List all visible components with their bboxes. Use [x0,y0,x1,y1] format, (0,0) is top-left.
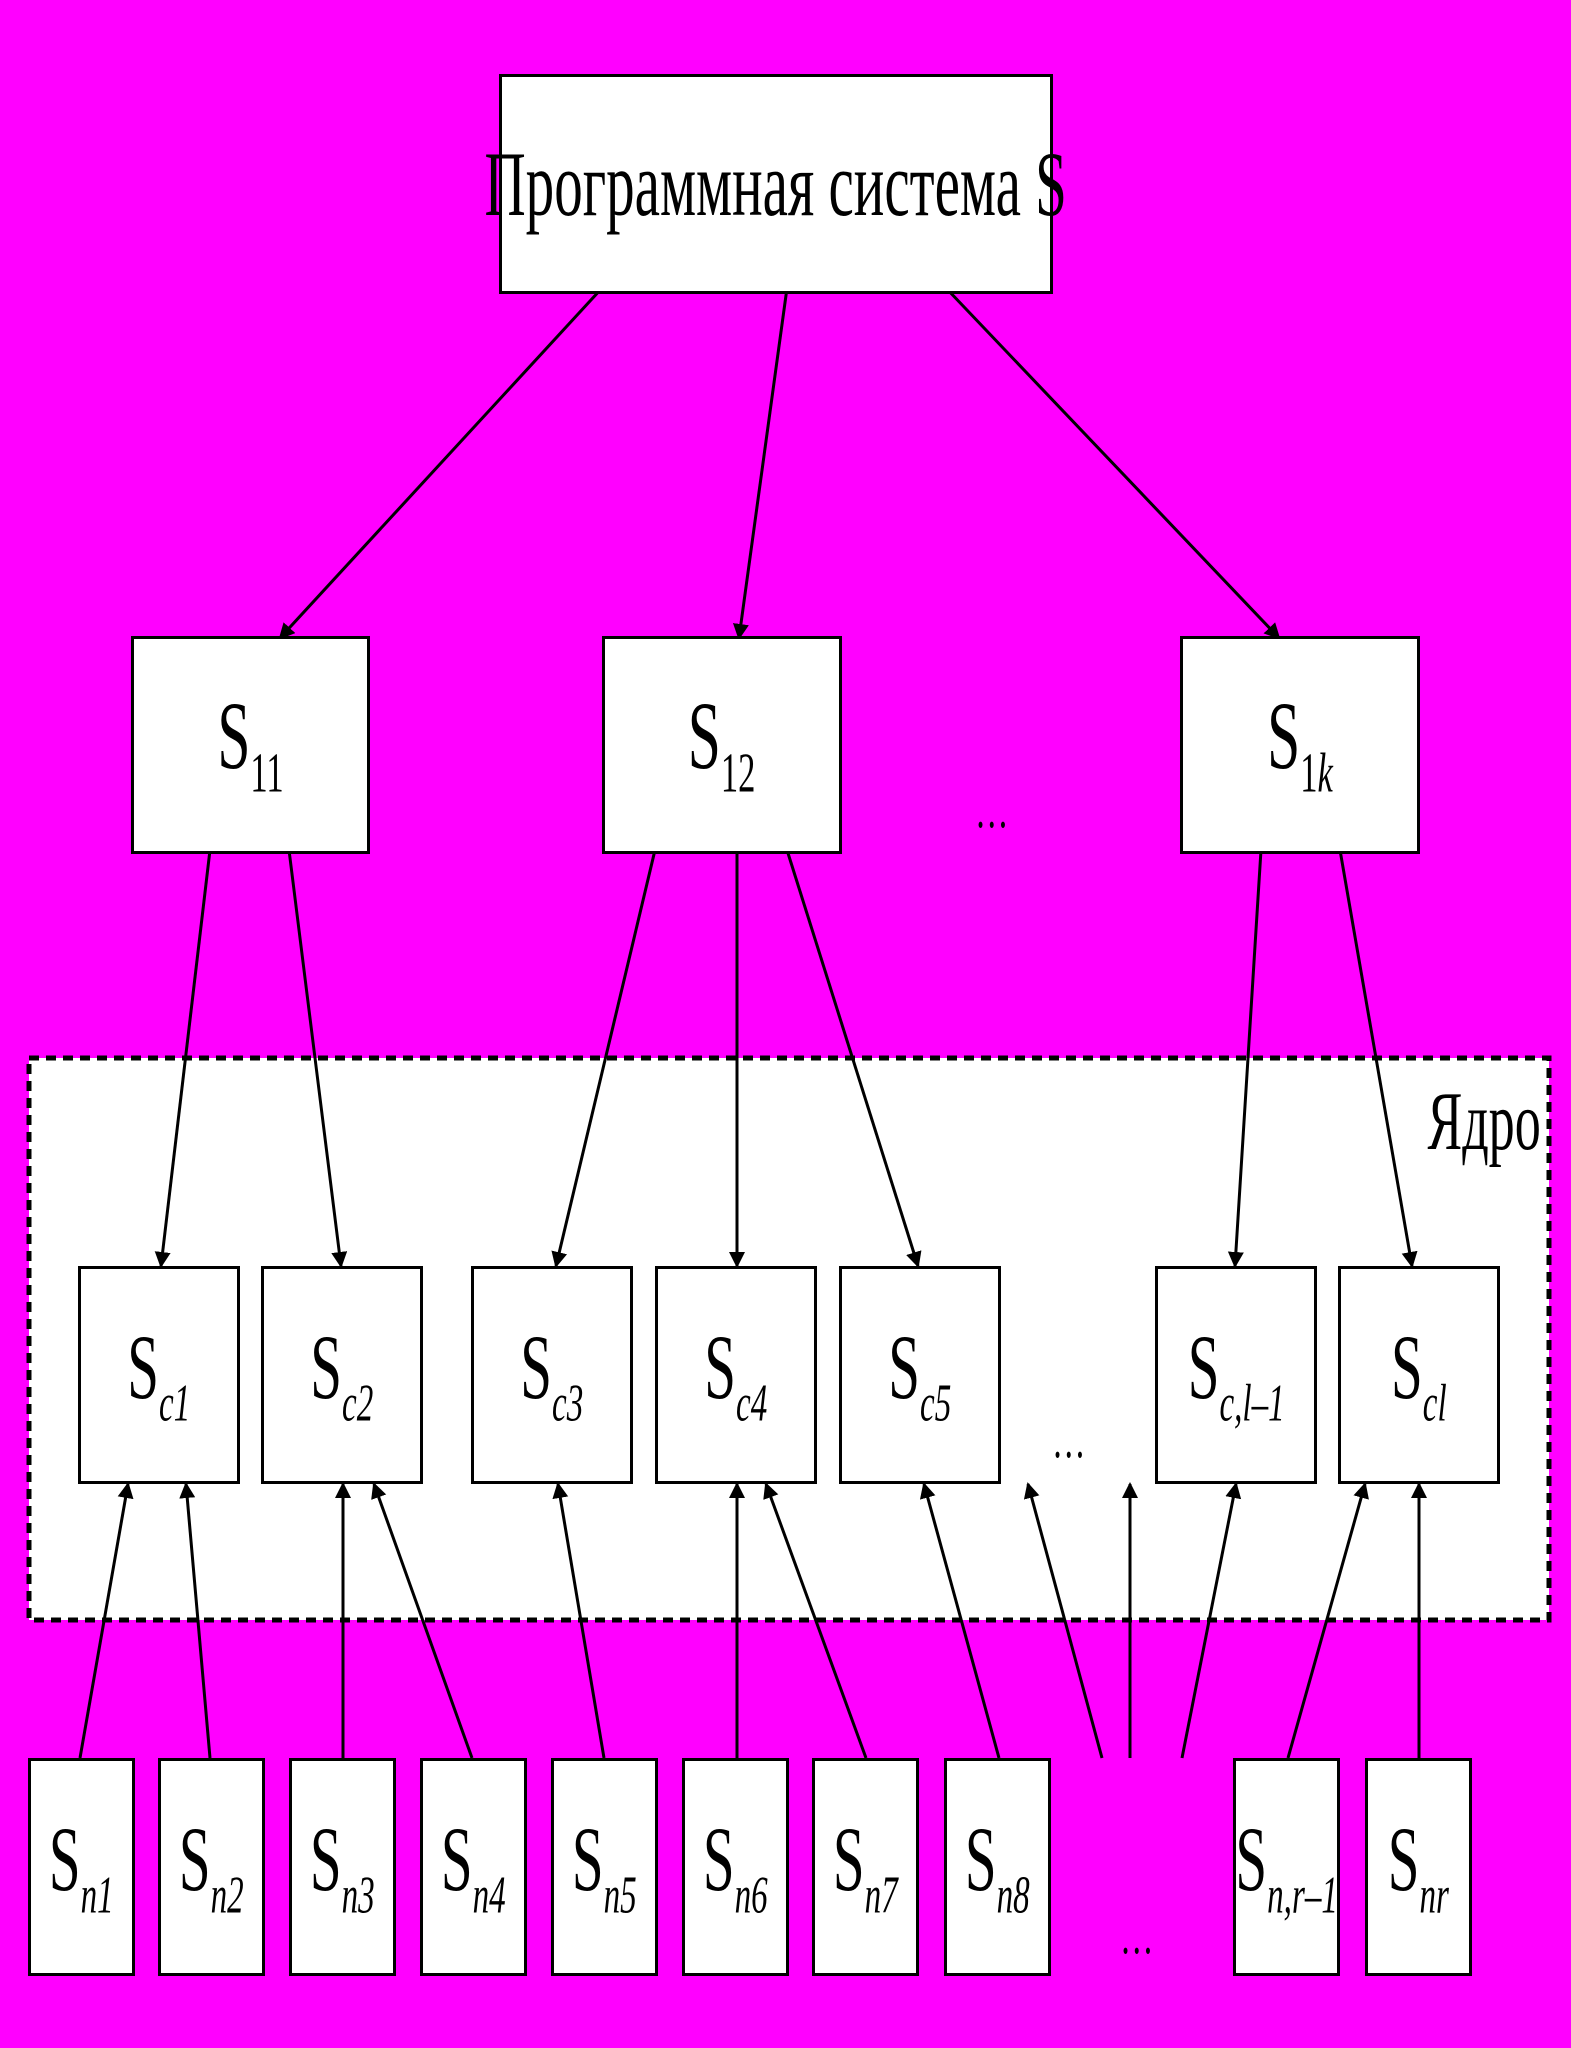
node-sc5: Sc5 [839,1266,1001,1484]
edge-sn2-to-sc2 [179,1482,212,1759]
node-s12-subscript: 12 [721,742,756,805]
node-sc4: Sc4 [655,1266,817,1484]
node-sn1: Sn1 [28,1758,135,1976]
edge-s12-to-sc5 [785,849,922,1268]
node-snr: Snr [1365,1758,1472,1976]
node-sc1: Sc1 [78,1266,240,1484]
edge-s1k-to-sc-l-1 [1227,849,1263,1268]
node-sn3: Sn3 [289,1758,396,1976]
node-sc2: Sc2 [261,1266,423,1484]
edge-root-to-s12 [732,287,789,640]
edge-sn7-to-sc4 [763,1482,868,1759]
edge-sn8-to-sc5 [919,1482,1001,1759]
edge-dots-to-gap-a [1023,1482,1104,1759]
edge-root-to-s11 [278,286,604,640]
node-sc3: Sc3 [471,1266,633,1484]
root-node-label: Программная система S [484,133,1068,235]
node-scl: Scl [1338,1266,1500,1484]
node-sn7: Sn7 [812,1758,919,1976]
root-node-box: Программная система S [485,74,1067,294]
edge-sn1-to-sc1 [78,1482,134,1759]
edge-sn-r-1-to-scl [1286,1482,1369,1759]
node-s1k: S1k [1180,636,1420,854]
mid-ellipsis: … [975,779,1009,839]
core-label: Ядро [1427,1075,1541,1168]
node-s11: S11 [131,636,370,854]
node-s1k-subscript: 1k [1300,742,1333,805]
node-sn-r-1: Sn,r–1 [1233,1758,1340,1976]
edge-s11-to-sc2 [287,849,348,1268]
edge-s11-to-sc1 [154,849,212,1268]
node-sn2: Sn2 [158,1758,265,1976]
edges [78,286,1427,1759]
edge-dots-to-sc-l-1 [1180,1482,1242,1759]
node-sn6: Sn6 [682,1758,789,1976]
edge-sn5-to-sc3 [552,1482,606,1759]
core-ellipsis: … [1052,1409,1086,1469]
edge-s12-to-sc3 [551,849,657,1268]
node-sc-l-1: Sc,l–1 [1155,1266,1317,1484]
node-sn5: Sn5 [551,1758,658,1976]
node-sn8: Sn8 [944,1758,1051,1976]
edge-s1k-to-scl [1338,849,1418,1268]
node-s11-subscript: 11 [250,742,284,805]
leaf-ellipsis: … [1120,1905,1154,1965]
edge-sn4-to-sc2 [371,1482,474,1759]
node-sn4: Sn4 [420,1758,527,1976]
node-s12: S12 [602,636,842,854]
edge-root-to-s1k [944,286,1281,640]
